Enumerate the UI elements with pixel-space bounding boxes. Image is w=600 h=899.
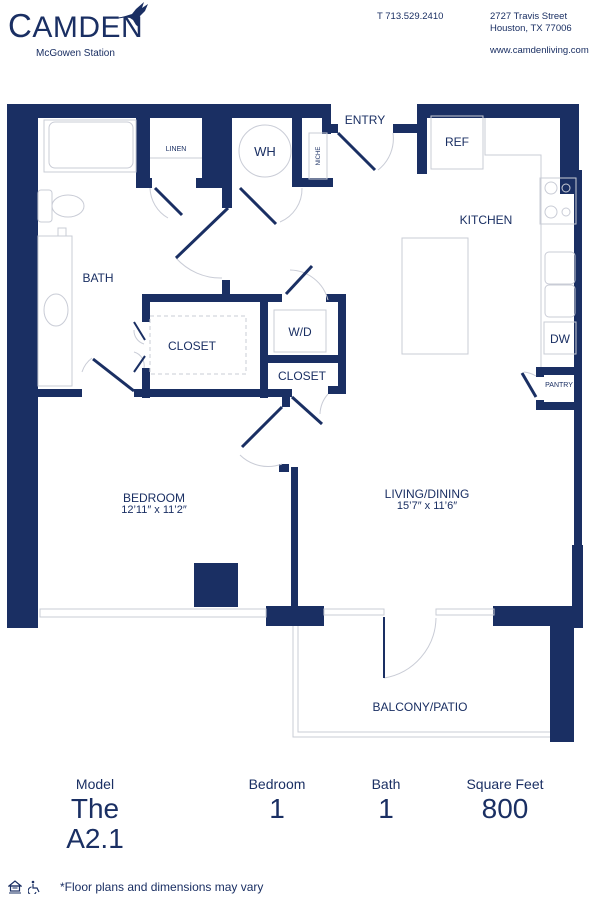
phone-number: T 713.529.2410 [377,11,444,22]
floor-plan: ENTRY LINEN WH NICHE REF KITCHEN BATH CL… [7,104,583,742]
label-bath: BATH [82,271,113,285]
label-linen: LINEN [166,146,187,153]
walls [7,104,583,742]
doors [92,131,538,678]
label-living-dims: 15’7″ x 11’6″ [397,500,457,512]
stat-square-feet: Square Feet 800 [450,776,560,824]
address-line-2: Houston, TX 77006 [490,23,572,34]
stat-model: Model The A2.1 [40,776,150,854]
toilet-icon [51,194,85,218]
kitchen-sink-icon [544,251,576,285]
label-balcony: BALCONY/PATIO [373,700,468,714]
community-name: McGowen Station [36,48,115,59]
hummingbird-icon [118,2,148,28]
model-label: Model [75,776,115,792]
header: CAMDEN McGowen Station T 713.529.2410 27… [0,0,600,80]
fixtures [37,115,577,738]
accessibility-icon [28,880,40,894]
stat-bath: Bath 1 [346,776,426,824]
label-closet-walkin: CLOSET [168,339,217,353]
disclaimer: *Floor plans and dimensions may vary [60,880,264,894]
label-living: LIVING/DINING [385,487,470,501]
sqft-label: Square Feet [466,776,544,792]
water-heater-icon [238,124,292,178]
address-line-1: 2727 Travis Street [490,11,568,22]
bath-value: 1 [378,793,394,824]
label-niche: NICHE [316,147,322,166]
brand-initial: C [8,7,33,44]
label-entry: ENTRY [345,113,385,127]
label-bedroom: BEDROOM [123,491,185,505]
bedroom-label: Bedroom [248,776,306,792]
room-labels: ENTRY LINEN WH NICHE REF KITCHEN BATH CL… [82,113,573,714]
website-link[interactable]: www.camdenliving.com [490,45,589,56]
label-pantry: PANTRY [545,382,573,389]
model-value: The A2.1 [66,793,124,854]
label-wd: W/D [288,325,312,339]
bedroom-value: 1 [269,793,285,824]
label-closet-small: CLOSET [278,369,327,383]
washer-dryer-icon [273,309,327,353]
label-kitchen: KITCHEN [460,213,513,227]
stove-icon [539,177,577,225]
bathtub-icon [48,121,134,169]
label-bedroom-dims: 12’11″ x 11’2″ [121,504,187,516]
label-dw: DW [550,332,571,346]
address: 2727 Travis Street Houston, TX 77006 [490,11,572,35]
label-ref: REF [445,135,469,149]
unit-stats: Model The A2.1 Bedroom 1 Bath 1 Square F… [0,776,600,854]
sqft-value: 800 [481,793,529,824]
kitchen-island [401,237,469,355]
label-wh: WH [254,144,276,159]
bath-label: Bath [371,776,401,792]
stat-bedroom: Bedroom 1 [232,776,322,824]
sink-icon [43,293,69,327]
footer: *Floor plans and dimensions may vary [8,878,263,896]
refrigerator-icon [430,115,484,170]
equal-housing-icon [8,880,22,894]
